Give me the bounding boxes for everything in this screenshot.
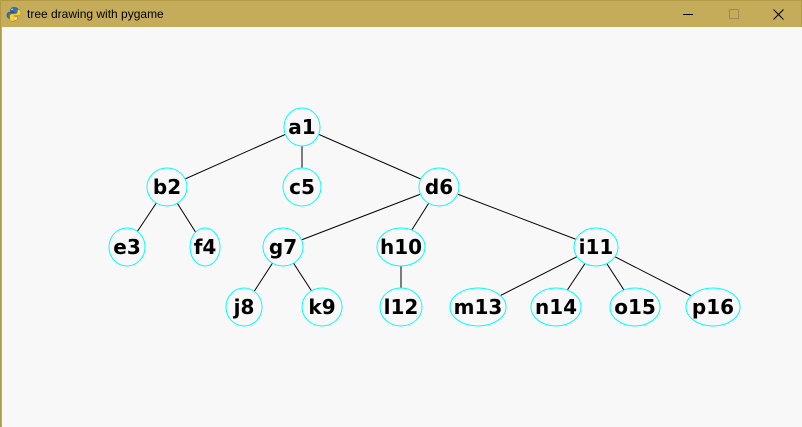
tree-node-label: b2 — [153, 175, 181, 199]
tree-node-outline — [418, 167, 460, 207]
tree-edge-d6-g7 — [282, 186, 440, 248]
tree-node-outline — [379, 287, 423, 327]
tree-node-l12: l12 — [379, 287, 423, 327]
tree-node-outline — [146, 167, 188, 207]
tree-node-h10: h10 — [376, 227, 426, 267]
tree-node-label: p16 — [692, 295, 734, 319]
tree-node-outline — [573, 227, 619, 267]
tree-edge-d6-i11 — [438, 186, 597, 248]
tree-node-label: l12 — [384, 295, 419, 319]
tree-node-m13: m13 — [449, 287, 507, 327]
title-bar[interactable]: tree drawing with pygame — [1, 1, 801, 27]
tree-node-label: j8 — [233, 295, 255, 319]
maximize-button[interactable] — [711, 1, 757, 27]
maximize-icon — [729, 9, 739, 19]
tree-node-outline — [108, 227, 146, 267]
tree-node-label: a1 — [288, 115, 315, 139]
tree-node-n14: n14 — [530, 287, 582, 327]
window-title: tree drawing with pygame — [27, 7, 164, 21]
tree-node-label: h10 — [380, 235, 422, 259]
tree-node-i11: i11 — [573, 227, 619, 267]
tree-node-outline — [283, 107, 321, 147]
tree-node-c5: c5 — [282, 167, 322, 207]
tree-node-label: c5 — [289, 175, 315, 199]
tree-node-outline — [376, 227, 426, 267]
tree-node-k9: k9 — [301, 287, 343, 327]
tree-node-outline — [262, 227, 304, 267]
pygame-snake-icon — [6, 7, 22, 22]
tree-node-d6: d6 — [418, 167, 460, 207]
tree-node-g7: g7 — [262, 227, 304, 267]
tree-node-label: e3 — [113, 235, 140, 259]
tree-node-f4: f4 — [189, 227, 221, 267]
minimize-button[interactable] — [665, 1, 711, 27]
close-icon — [772, 8, 784, 20]
tree-node-outline — [189, 227, 221, 267]
tree-node-label: g7 — [269, 235, 297, 259]
tree-node-outline — [225, 287, 263, 327]
tree-node-outline — [301, 287, 343, 327]
tree-node-outline — [609, 287, 661, 327]
tree-edge-a1-b2 — [166, 126, 303, 188]
tree-node-a1: a1 — [283, 107, 321, 147]
minimize-icon — [683, 14, 693, 15]
tree-node-label: o15 — [614, 295, 656, 319]
tree-node-label: n14 — [535, 295, 577, 319]
close-button[interactable] — [755, 1, 801, 27]
tree-canvas[interactable]: a1 b2 c5 d6 e3 f4 g7 h10 i11 j8 k9 l12 m13 n14 o15 p16 — [2, 27, 802, 427]
tree-node-o15: o15 — [609, 287, 661, 327]
tree-node-label: m13 — [454, 295, 503, 319]
tree-node-outline — [449, 287, 507, 327]
tree-node-label: i11 — [579, 235, 614, 259]
tree-node-p16: p16 — [685, 287, 741, 327]
tree-node-e3: e3 — [108, 227, 146, 267]
tree-node-b2: b2 — [146, 167, 188, 207]
tree-node-label: d6 — [425, 175, 453, 199]
tree-edge-a1-d6 — [301, 126, 440, 188]
tree-node-label: f4 — [194, 235, 217, 259]
tree-node-outline — [530, 287, 582, 327]
tree-node-outline — [282, 167, 322, 207]
tree-node-j8: j8 — [225, 287, 263, 327]
tree-node-outline — [685, 287, 741, 327]
tree-drawing: a1 b2 c5 d6 e3 f4 g7 h10 i11 j8 k9 l12 m13 n14 o15 p16 — [108, 107, 741, 327]
tree-node-label: k9 — [308, 295, 335, 319]
